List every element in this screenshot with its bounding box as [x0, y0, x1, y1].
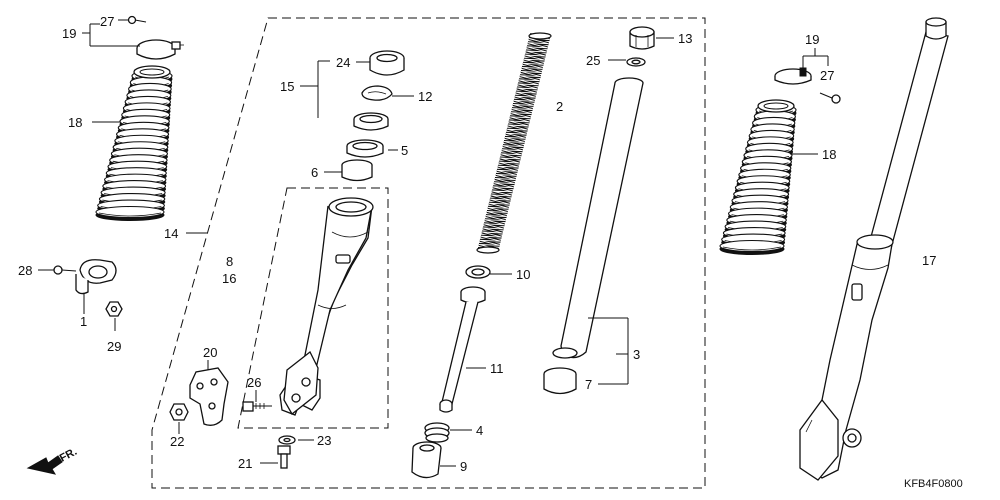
callout-18-left: 18 [68, 115, 82, 130]
callout-29: 29 [107, 339, 121, 354]
leader-lines [38, 19, 829, 467]
clamp-screw-right [819, 92, 841, 104]
callout-9: 9 [460, 459, 467, 474]
fork-assembly-complete[interactable] [799, 17, 949, 481]
callout-19-right: 19 [805, 32, 819, 47]
clamp-bolt [53, 265, 77, 275]
callout-18-right: 18 [822, 147, 836, 162]
callout-20: 20 [203, 345, 217, 360]
stopper-ring [361, 85, 393, 101]
axle-holder[interactable] [189, 367, 229, 426]
o-ring [626, 57, 646, 67]
clamp-nut [105, 301, 123, 317]
oil-lock-piece [411, 441, 442, 479]
callout-17: 17 [922, 253, 936, 268]
steering-clamp[interactable] [75, 259, 117, 295]
callout-15: 15 [280, 79, 294, 94]
rebound-spring [424, 422, 450, 443]
callout-27-right: 27 [820, 68, 834, 83]
holder-nut [169, 403, 189, 421]
callout-26: 26 [247, 375, 261, 390]
direction-label: FR. [58, 446, 79, 465]
callout-27-left: 27 [100, 14, 114, 29]
outer-fork-tube[interactable] [279, 197, 374, 416]
diagram-code: KFB4F0800 [904, 478, 963, 490]
callout-7: 7 [585, 377, 592, 392]
back-up-ring [353, 112, 389, 131]
callout-19-left: 19 [62, 26, 76, 41]
callout-11: 11 [490, 361, 504, 376]
slider-bushing [346, 139, 384, 158]
callout-22: 22 [170, 434, 184, 449]
callout-4: 4 [476, 423, 483, 438]
dust-boot-right[interactable] [719, 99, 797, 255]
damper-rod[interactable] [439, 286, 486, 413]
callout-23: 23 [317, 433, 331, 448]
fork-pipe[interactable] [552, 77, 644, 359]
callout-5: 5 [401, 143, 408, 158]
fork-cap-bolt[interactable] [629, 26, 655, 50]
upper-boot-clamp-right [774, 67, 812, 85]
outer-tube-group-outline [237, 187, 389, 429]
pinch-bolt [242, 401, 272, 412]
fork-spring[interactable] [476, 32, 552, 254]
clamp-screw [127, 15, 147, 25]
front-direction-arrow-icon: FR. [26, 446, 79, 475]
callout-2: 2 [556, 99, 563, 114]
callout-8: 8 [226, 254, 233, 269]
socket-bolt [277, 445, 291, 469]
callout-24: 24 [336, 55, 350, 70]
pipe-slide-bushing [543, 367, 577, 395]
callout-6: 6 [311, 165, 318, 180]
dust-boot-left[interactable] [95, 65, 173, 221]
callout-10: 10 [516, 267, 530, 282]
callout-labels: 19 27 18 14 28 1 29 8 16 20 22 26 23 21 … [18, 14, 963, 490]
guide-bushing [341, 159, 373, 182]
piston-ring [465, 265, 491, 279]
callout-3: 3 [633, 347, 640, 362]
fork-assembly-outline [151, 17, 706, 489]
callout-25: 25 [586, 53, 600, 68]
callout-13: 13 [678, 31, 692, 46]
callout-16: 16 [222, 271, 236, 286]
callout-21: 21 [238, 456, 252, 471]
callout-28: 28 [18, 263, 32, 278]
oil-seal [369, 50, 405, 76]
callout-1: 1 [80, 314, 87, 329]
upper-boot-clamp [136, 39, 184, 60]
callout-12: 12 [418, 89, 432, 104]
callout-14: 14 [164, 226, 178, 241]
drain-washer [278, 435, 296, 445]
